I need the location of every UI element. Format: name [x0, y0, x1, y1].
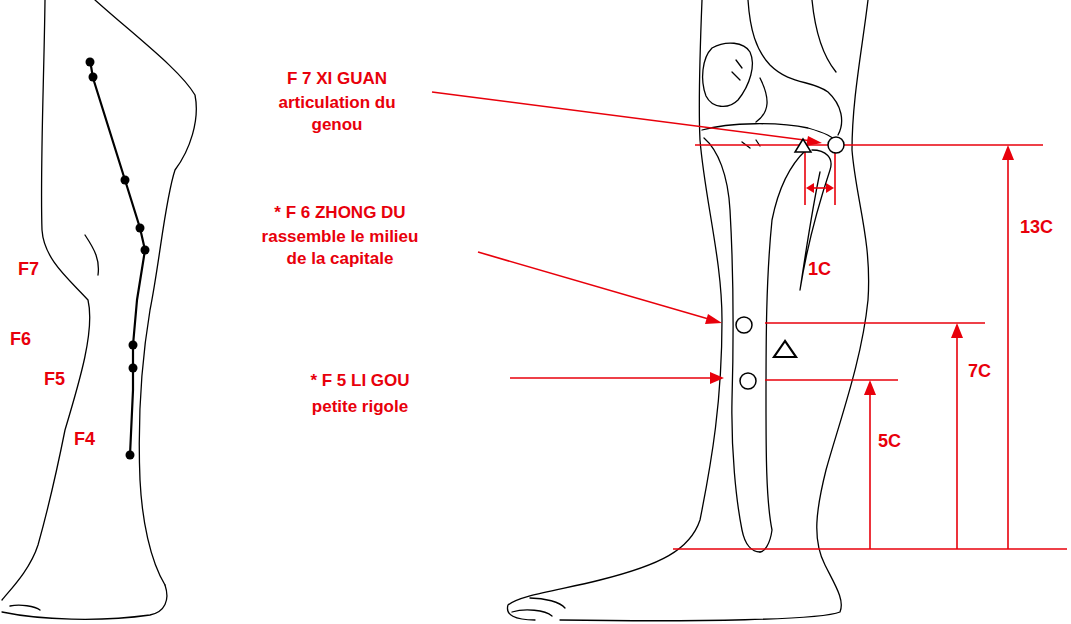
arrow-head [1002, 145, 1014, 160]
arrow-head [864, 380, 876, 395]
leg-outline [560, 0, 869, 621]
point-code: F7 [18, 258, 39, 280]
patella [703, 43, 753, 106]
point-description: articulation du genou [262, 92, 412, 136]
acupoint-triangle [774, 341, 796, 357]
dimension-tick [834, 150, 836, 205]
acupoint-circle [740, 373, 756, 389]
dimension-arrow [1007, 158, 1009, 549]
dimension-arrow [956, 336, 958, 549]
leader-line [510, 377, 712, 379]
point-description: rassemble le milieu de la capitale [252, 226, 428, 270]
point-dot [121, 176, 130, 185]
patella-detail [732, 60, 742, 80]
arrow-head [710, 372, 724, 384]
point-name: * F 6 ZHONG DU [252, 202, 428, 224]
point-dot [126, 451, 135, 460]
acupoint-triangle [795, 139, 811, 152]
leg-outline [507, 0, 722, 620]
dimension-label: 1C [808, 258, 831, 280]
reference-line [695, 144, 1043, 146]
arrow-head [705, 314, 722, 324]
point-description: petite rigole [290, 396, 430, 418]
toe-line [512, 610, 552, 616]
point-dot [141, 246, 150, 255]
point-dot [129, 364, 138, 373]
femur [748, 0, 842, 135]
acupoint-circle [828, 137, 844, 153]
tibia-detail [742, 140, 760, 148]
foot-outline [2, 585, 167, 619]
point-dot [129, 341, 138, 350]
toe-line [530, 598, 565, 608]
arrow-head [806, 183, 814, 193]
tibia [760, 150, 806, 552]
arrow-head [826, 183, 834, 193]
dimension-label: 5C [878, 430, 901, 452]
point-code: F4 [74, 428, 95, 450]
reference-line [765, 379, 898, 381]
leader-line [478, 252, 712, 320]
meridian-line [90, 60, 145, 455]
point-code: F6 [10, 328, 31, 350]
leg-outline [2, 0, 90, 600]
femur-condyle [756, 78, 767, 122]
dimension-arrow [869, 393, 871, 549]
tibia [704, 138, 760, 552]
dimension-label: 7C [968, 360, 991, 382]
dimension-tick [804, 150, 806, 205]
arrow-head [806, 136, 822, 146]
acupoint-circle [736, 317, 752, 333]
point-name: F 7 XI GUAN [262, 68, 412, 90]
point-dot [86, 58, 95, 67]
reference-line [765, 322, 985, 324]
dimension-label: 13C [1020, 216, 1053, 238]
femur [812, 0, 836, 72]
knee-crease [85, 235, 98, 275]
toe-line [10, 605, 40, 610]
leg-outline [95, 0, 196, 585]
point-name: * F 5 LI GOU [290, 370, 430, 392]
point-dot [136, 224, 145, 233]
point-dot [89, 73, 98, 82]
fibula [800, 150, 831, 290]
point-code: F5 [44, 368, 65, 390]
leader-line [432, 92, 812, 141]
arrow-head [951, 323, 963, 338]
